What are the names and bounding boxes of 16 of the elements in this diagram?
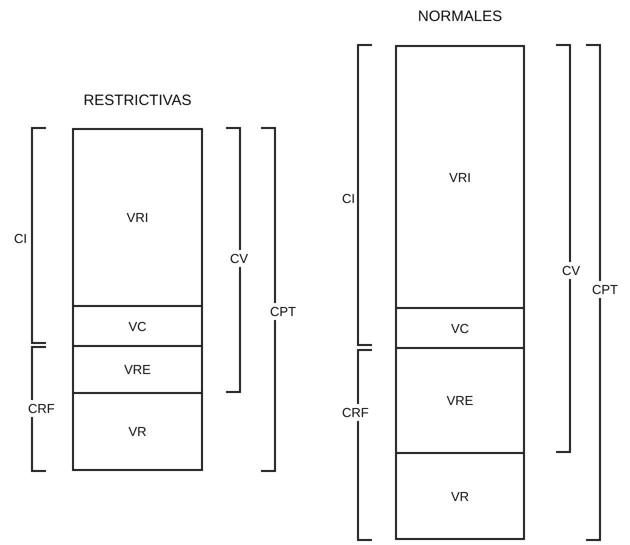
volume-segment: VRE: [72, 345, 203, 394]
volume-label: CV: [228, 250, 250, 267]
column-heading: NORMALES: [416, 8, 504, 25]
volume-segment: VRI: [395, 45, 525, 309]
volume-segment: VRE: [395, 347, 525, 454]
column-heading: RESTRICTIVAS: [82, 92, 193, 109]
volume-segment: VR: [395, 452, 525, 540]
volume-segment: VRI: [72, 128, 203, 307]
volume-label: CPT: [268, 303, 298, 320]
volume-segment: VC: [72, 305, 203, 347]
volume-segment: VC: [395, 307, 525, 349]
volume-label: CRF: [340, 404, 371, 421]
volume-label: CPT: [590, 281, 620, 298]
volume-label: CV: [560, 262, 582, 279]
volume-label: CRF: [26, 400, 57, 417]
volume-segment: VR: [72, 392, 203, 471]
